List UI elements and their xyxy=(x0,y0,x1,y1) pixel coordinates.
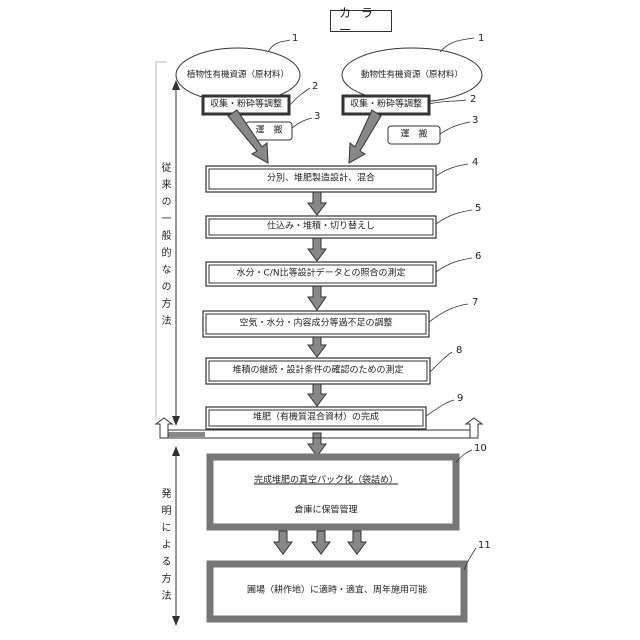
final-label: 圃場（耕作地）に適時・適宜、周年施用可能 xyxy=(247,587,427,596)
ref-number-prep-right: 2 xyxy=(470,95,476,105)
step-label-3: 水分・C/N比等設計データとの照合の測定 xyxy=(237,270,406,279)
diagonal-arrow-right xyxy=(349,110,381,163)
step-label-2: 仕込み・堆積・切り替えし xyxy=(267,223,375,232)
prep-left-label: 収集・粉砕等調整 xyxy=(210,101,282,110)
invention-range-indicator xyxy=(172,446,180,626)
animal-source-label: 動物性有機資源（原材料） xyxy=(361,71,463,80)
prep-right-label: 収集・粉砕等調整 xyxy=(350,101,422,110)
triple-arrows xyxy=(274,531,366,554)
ref-number-step5: 8 xyxy=(456,346,462,356)
conventional-method-label: 従来の一般的なの方法 xyxy=(157,162,172,332)
transport-right-label: 運 搬 xyxy=(400,131,427,140)
conventional-range-indicator xyxy=(172,80,180,426)
step-label-1: 分別、堆肥製造設計、混合 xyxy=(267,175,375,184)
transport-left-label: 運 搬 xyxy=(255,127,282,136)
ref-number-step3: 6 xyxy=(475,252,481,262)
ref-number-step1: 4 xyxy=(472,158,478,168)
invention-line1: 完成堆肥の真空パック化（袋詰め） xyxy=(254,477,398,486)
ref-number-step6: 9 xyxy=(457,394,463,404)
ref-number-animal: 1 xyxy=(478,34,484,44)
ref-number-final: 11 xyxy=(478,541,491,551)
step-label-6: 堆肥（有機質混合資材）の完成 xyxy=(253,414,379,423)
page-title: カラー xyxy=(330,10,392,32)
step-label-4: 空気・水分・内容成分等過不足の調整 xyxy=(239,320,392,329)
step-label-5: 堆積の継続・設計条件の確認のための測定 xyxy=(232,367,403,376)
invention-line2: 倉庫に保管管理 xyxy=(294,507,357,516)
ref-number-step2: 5 xyxy=(475,204,481,214)
invention-method-label: 発明による方法 xyxy=(157,488,172,607)
invention-box xyxy=(210,457,456,527)
ref-number-transport-left: 3 xyxy=(314,112,320,122)
ref-number-plant: 1 xyxy=(292,34,298,44)
ref-number-invention: 10 xyxy=(474,444,487,454)
plant-source-label: 植物性有機資源（原材料） xyxy=(187,71,289,80)
ref-number-transport-right: 3 xyxy=(472,116,478,126)
ref-number-step4: 7 xyxy=(472,298,478,308)
ref-number-prep-left: 2 xyxy=(312,82,318,92)
